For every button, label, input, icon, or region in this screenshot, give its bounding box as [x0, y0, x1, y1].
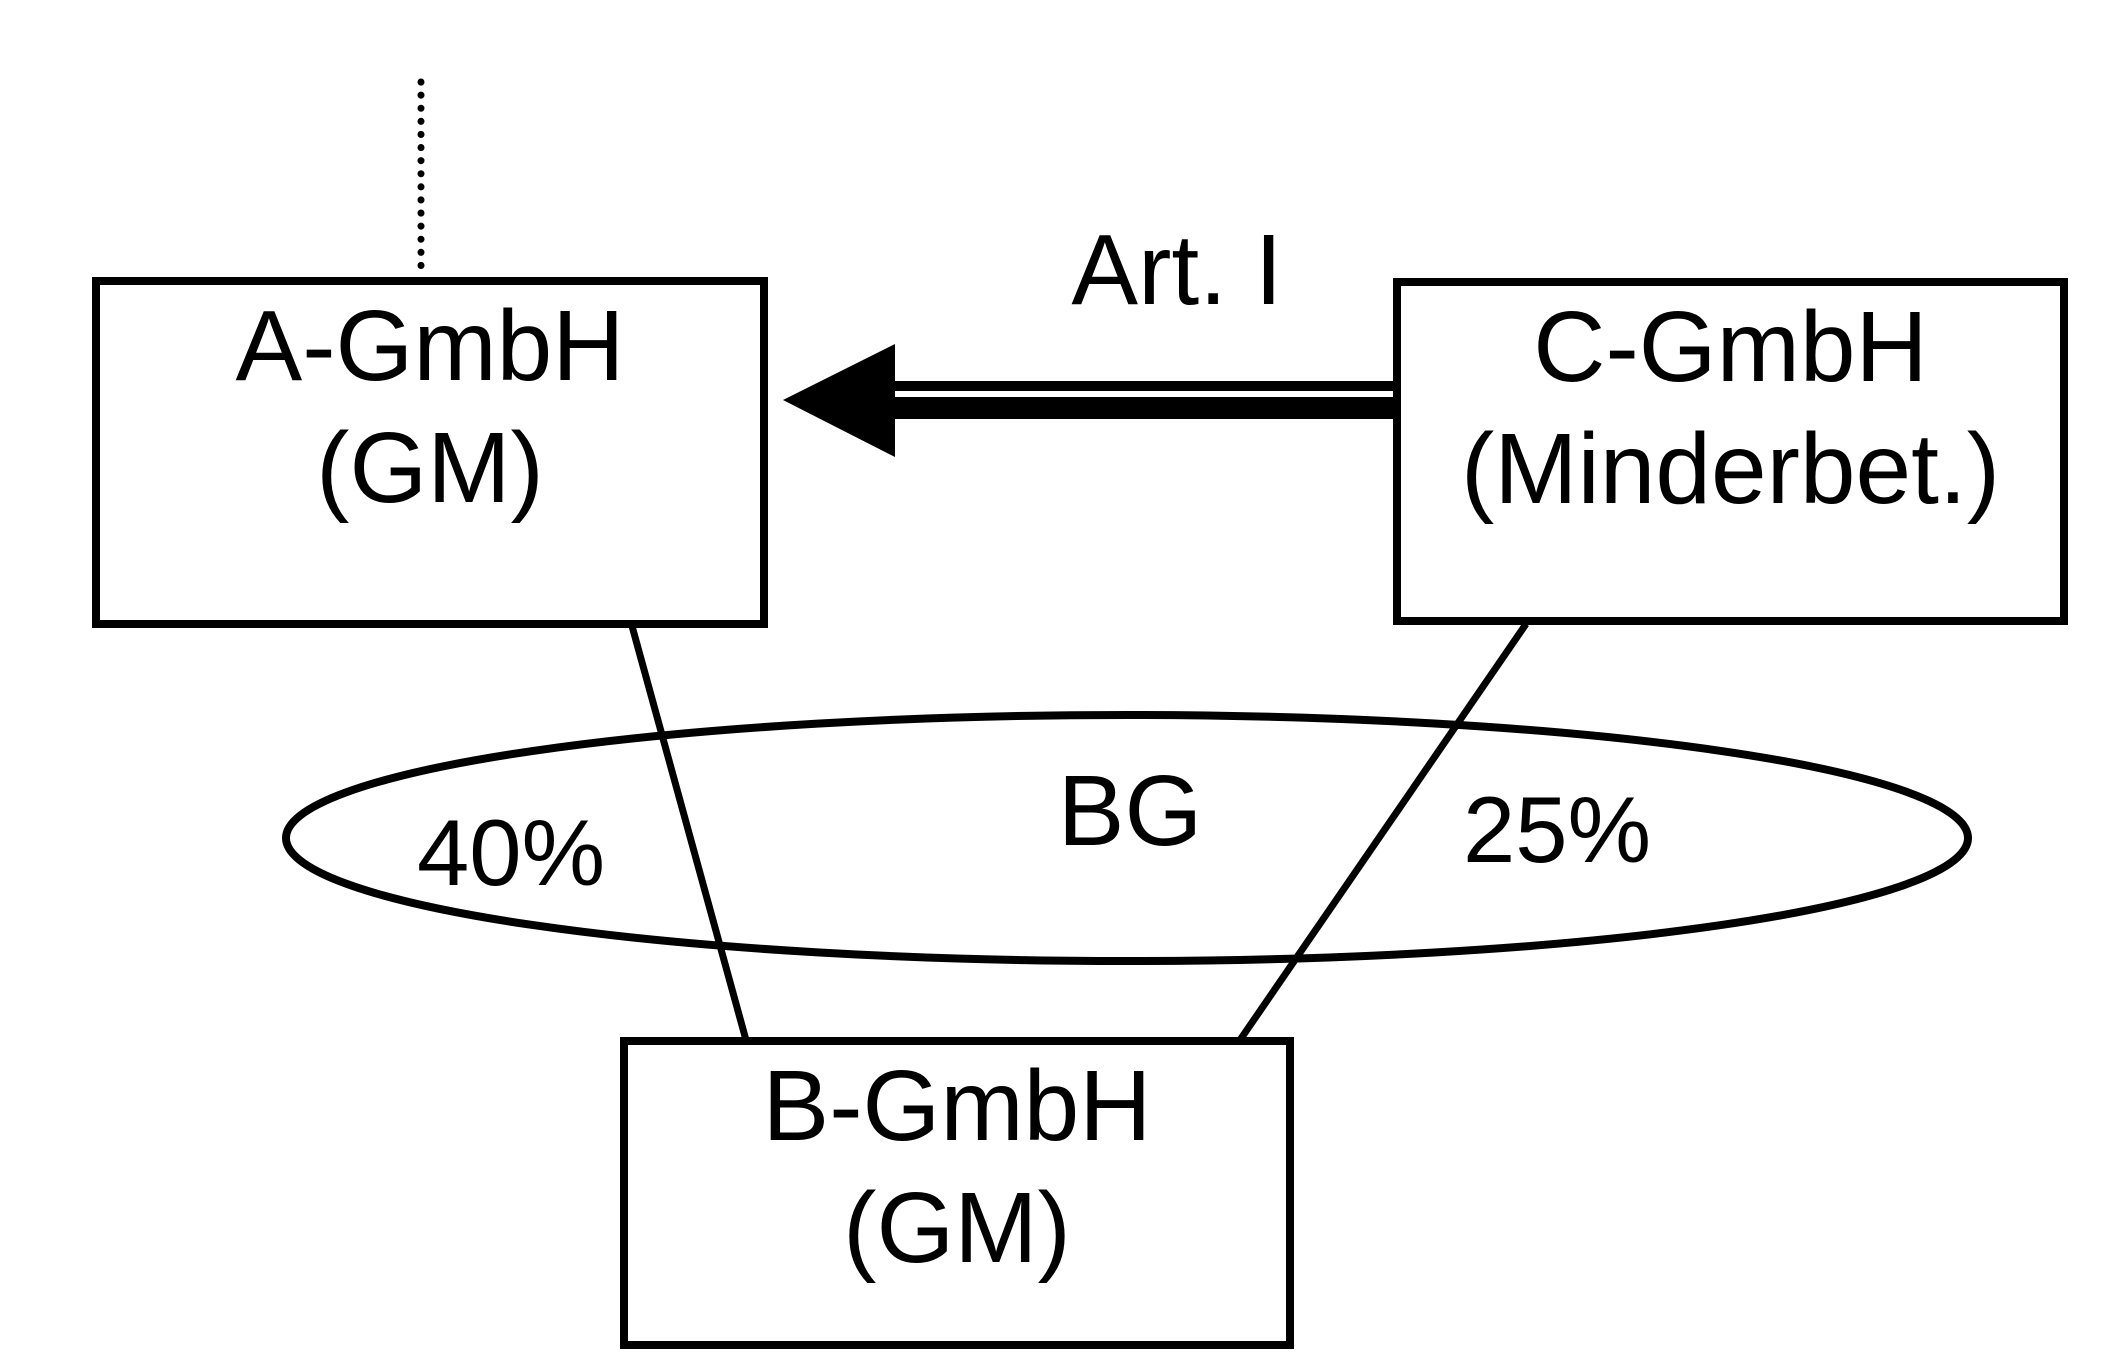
edge-a-to-b	[628, 625, 750, 1041]
node-b-gmbh: B-GmbH (GM)	[620, 1037, 1294, 1349]
node-b-gmbh-role: (GM)	[843, 1172, 1071, 1284]
share-label-a: 40%	[417, 800, 606, 905]
node-b-gmbh-name: B-GmbH	[762, 1050, 1152, 1162]
edge-c-to-b	[1237, 622, 1529, 1042]
art1-arrow	[783, 344, 1398, 457]
node-c-gmbh-role: (Minderbet.)	[1460, 413, 2001, 525]
arrow-shaft-thin-line	[895, 381, 1398, 391]
arrow-label: Art. I	[1071, 214, 1283, 326]
arrow-shaft-thick-line	[895, 397, 1398, 419]
arrowhead-icon	[783, 344, 895, 457]
node-a-gmbh-name: A-GmbH	[235, 290, 625, 402]
node-c-gmbh-name: C-GmbH	[1533, 291, 1928, 403]
node-a-gmbh-role: (GM)	[316, 412, 544, 524]
share-label-c: 25%	[1463, 777, 1652, 882]
bg-ellipse-label: BG	[1057, 755, 1203, 867]
bg-ellipse	[282, 711, 1972, 965]
node-c-gmbh: C-GmbH (Minderbet.)	[1393, 278, 2068, 625]
node-a-gmbh: A-GmbH (GM)	[92, 277, 768, 628]
